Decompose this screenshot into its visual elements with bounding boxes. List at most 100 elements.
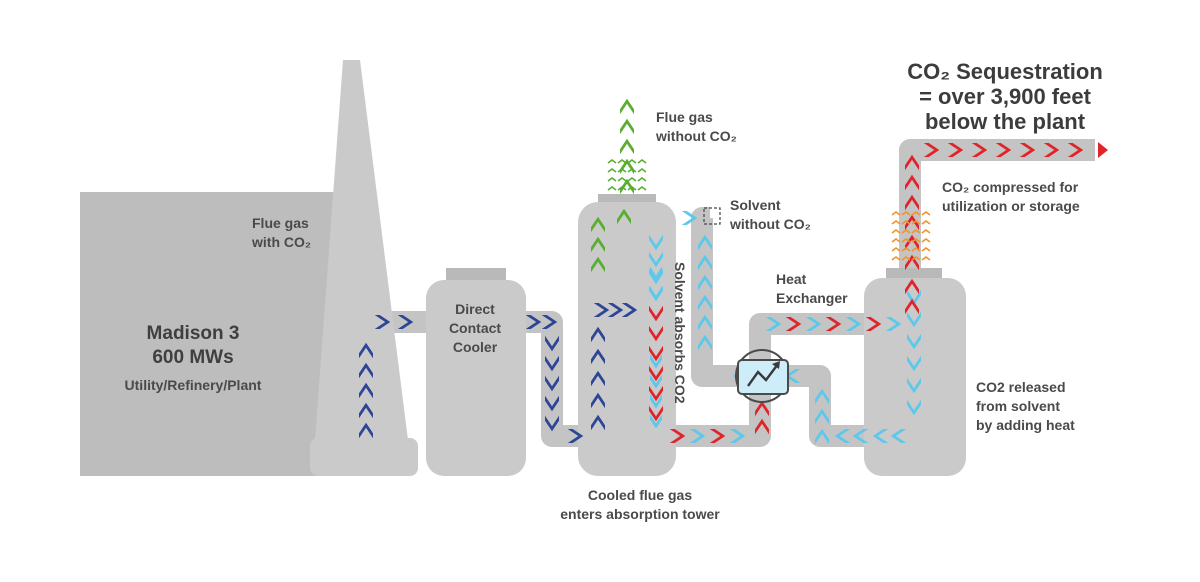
chevron-arrow-icon bbox=[525, 315, 542, 329]
flow-arrows bbox=[359, 98, 1108, 445]
chevron-arrow-icon bbox=[865, 317, 882, 331]
chevron-arrow-icon bbox=[359, 422, 373, 439]
chevron-arrow-icon bbox=[890, 429, 907, 443]
chevron-arrow-icon bbox=[872, 429, 889, 443]
chevron-arrow-icon bbox=[545, 395, 559, 412]
steam-wave-icon bbox=[637, 168, 647, 173]
heat-wave-icon bbox=[901, 256, 911, 261]
chevron-arrow-icon bbox=[815, 408, 829, 425]
chevron-arrow-icon bbox=[649, 268, 663, 285]
heat-wave-icon bbox=[891, 229, 901, 234]
heat-wave-icon bbox=[921, 220, 931, 225]
direct-contact-cooler bbox=[426, 280, 526, 476]
heat-wave-icon bbox=[891, 211, 901, 216]
chevron-arrow-icon bbox=[359, 362, 373, 379]
exchanger-zigzag-icon bbox=[747, 363, 779, 387]
heat-wave-icon bbox=[911, 256, 921, 261]
chevron-arrow-icon bbox=[591, 370, 605, 387]
heat-exchanger-label: Heat Exchanger bbox=[776, 271, 848, 306]
chevron-arrow-icon bbox=[905, 154, 919, 171]
pipe-cooler-to-absorber bbox=[518, 311, 596, 447]
chevron-arrow-icon bbox=[905, 298, 919, 315]
direct-contact-cooler-label: Direct Contact Cooler bbox=[448, 301, 502, 355]
dashed-marker-icon bbox=[703, 207, 721, 225]
chevron-arrow-icon bbox=[815, 388, 829, 405]
chevron-arrow-icon bbox=[698, 334, 712, 351]
chevron-arrow-icon bbox=[971, 143, 988, 157]
heat-wave-icon bbox=[901, 211, 911, 216]
chevron-arrow-icon bbox=[698, 294, 712, 311]
chevron-arrow-icon bbox=[620, 158, 634, 175]
stripper-cap bbox=[886, 268, 942, 280]
steam-wave-icon bbox=[637, 159, 647, 164]
heat-wave-icon bbox=[921, 247, 931, 252]
chevron-arrow-icon bbox=[905, 278, 919, 295]
chevron-arrow-icon bbox=[947, 143, 964, 157]
heat-waves bbox=[607, 159, 931, 261]
heat-wave-icon bbox=[911, 220, 921, 225]
exchanger-arrow-icon bbox=[772, 361, 780, 369]
chevron-arrow-icon bbox=[649, 385, 663, 402]
chevron-arrow-icon bbox=[591, 256, 605, 273]
steam-wave-icon bbox=[617, 177, 627, 182]
steam-wave-icon bbox=[627, 168, 637, 173]
plant-building bbox=[80, 192, 342, 476]
chevron-arrow-icon bbox=[885, 317, 902, 331]
chevron-arrow-icon bbox=[825, 317, 842, 331]
chevron-arrow-icon bbox=[649, 234, 663, 251]
chevron-arrow-icon bbox=[591, 348, 605, 365]
chevron-arrow-icon bbox=[755, 400, 769, 417]
chevron-arrow-icon bbox=[591, 326, 605, 343]
chevron-arrow-icon bbox=[785, 317, 802, 331]
heat-wave-icon bbox=[891, 238, 901, 243]
chevron-arrow-icon bbox=[374, 315, 391, 329]
chevron-arrow-icon bbox=[681, 211, 698, 225]
steam-wave-icon bbox=[607, 186, 617, 191]
chevron-arrow-icon bbox=[650, 414, 662, 429]
chevron-arrow-icon bbox=[815, 428, 829, 445]
chevron-arrow-icon bbox=[541, 315, 558, 329]
chevron-arrow-icon bbox=[359, 342, 373, 359]
chevron-arrow-icon bbox=[907, 399, 921, 416]
steam-wave-icon bbox=[627, 159, 637, 164]
chevron-arrow-icon bbox=[591, 236, 605, 253]
steam-wave-icon bbox=[607, 168, 617, 173]
stripper-tower bbox=[864, 278, 966, 476]
power-plant bbox=[80, 192, 342, 476]
heat-wave-icon bbox=[921, 229, 931, 234]
chevron-arrow-icon bbox=[669, 429, 686, 443]
chevron-arrow-icon bbox=[591, 414, 605, 431]
steam-wave-icon bbox=[607, 177, 617, 182]
chevron-arrow-icon bbox=[545, 415, 559, 432]
chevron-arrow-icon bbox=[545, 375, 559, 392]
chevron-arrow-icon bbox=[649, 405, 663, 422]
heat-wave-icon bbox=[901, 238, 911, 243]
chevron-arrow-icon bbox=[649, 305, 663, 322]
chevron-arrow-icon bbox=[359, 402, 373, 419]
heat-wave-icon bbox=[921, 256, 931, 261]
chevron-arrow-icon bbox=[650, 374, 662, 389]
chevron-arrow-icon bbox=[907, 355, 921, 372]
heat-wave-icon bbox=[901, 247, 911, 252]
chevron-arrow-icon bbox=[907, 377, 921, 394]
steam-wave-icon bbox=[607, 159, 617, 164]
cooler-cap bbox=[446, 268, 506, 282]
chevron-arrow-icon bbox=[905, 174, 919, 191]
chevron-arrow-icon bbox=[620, 178, 634, 195]
heat-wave-icon bbox=[911, 238, 921, 243]
chevron-arrow-icon bbox=[907, 311, 921, 328]
chevron-arrow-icon bbox=[545, 355, 559, 372]
chevron-arrow-icon bbox=[905, 194, 919, 211]
chevron-arrow-icon bbox=[649, 251, 663, 268]
heat-wave-icon bbox=[891, 256, 901, 261]
chevron-arrow-icon bbox=[698, 314, 712, 331]
chevron-arrow-icon bbox=[698, 274, 712, 291]
heat-wave-icon bbox=[911, 229, 921, 234]
flue-gas-with-co2-label: Flue gas with CO₂ bbox=[252, 215, 312, 250]
chevron-arrow-icon bbox=[689, 429, 706, 443]
chevron-arrow-icon bbox=[905, 254, 919, 271]
chevron-arrow-icon bbox=[397, 315, 414, 329]
heat-exchanger bbox=[735, 349, 789, 403]
heat-wave-icon bbox=[891, 247, 901, 252]
chevron-arrow-icon bbox=[1019, 143, 1036, 157]
